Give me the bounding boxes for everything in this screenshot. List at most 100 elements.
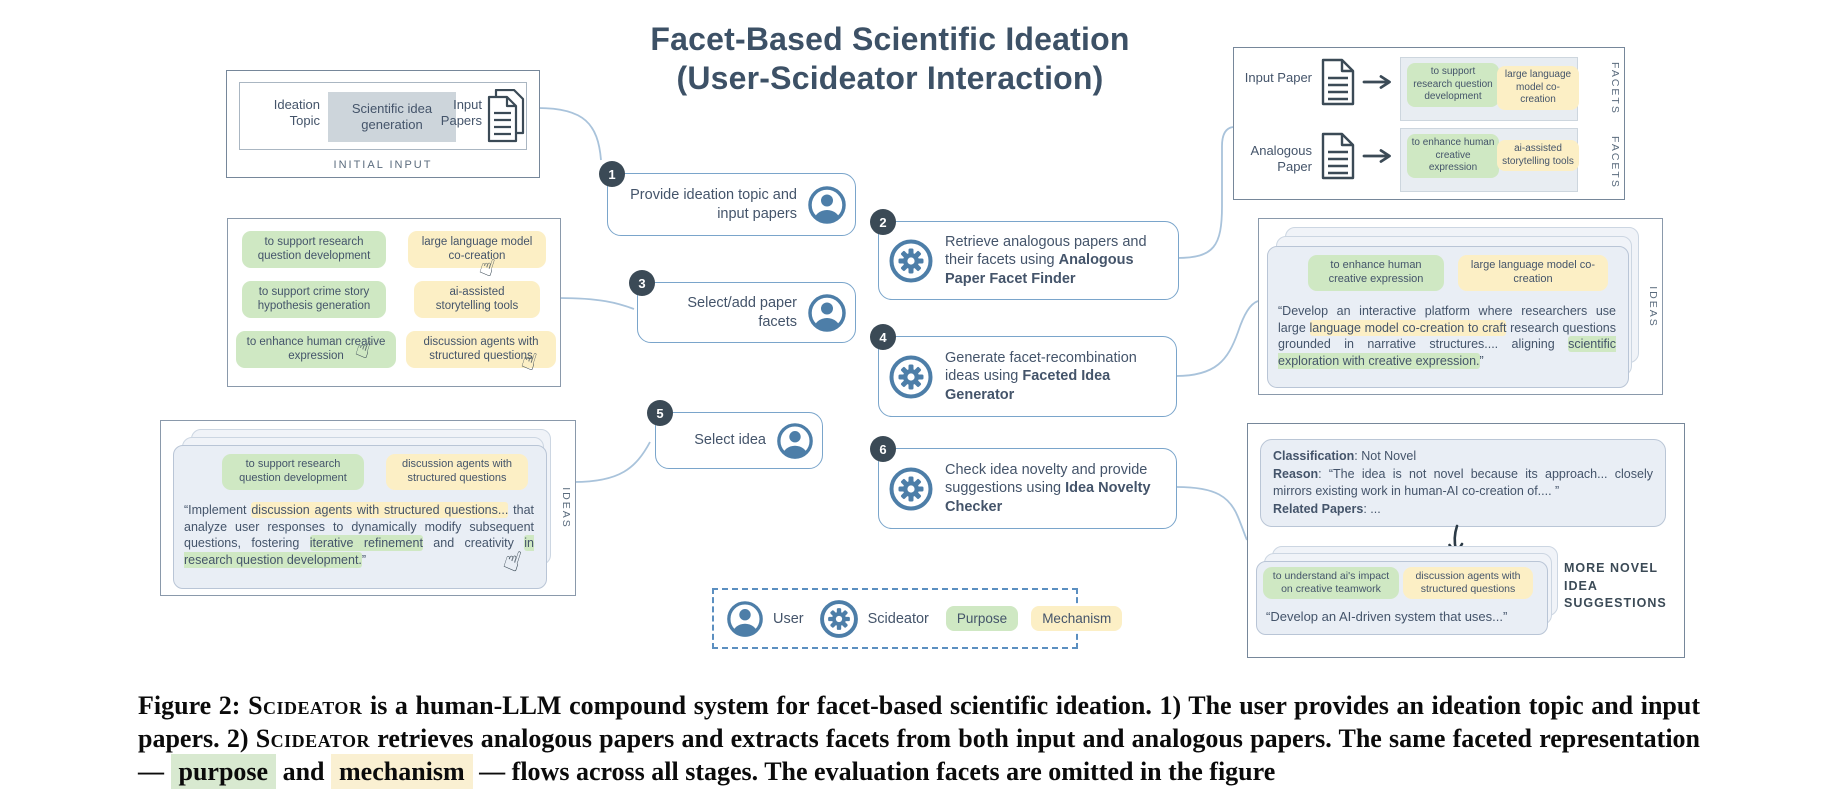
input-papers-label: Input Papers (440, 97, 482, 128)
step-4-text: Generate facet-recombination ideas using (945, 350, 1137, 385)
related-papers-value: : ... (1363, 501, 1381, 516)
quote-segment: “Develop an interactive platform where r… (1278, 304, 1616, 335)
arrow-right-icon (1362, 148, 1396, 164)
suggestion-card: to understand ai's impact on creative te… (1256, 561, 1548, 635)
caption-text: and (276, 756, 331, 786)
step-6-number: 6 (870, 436, 896, 462)
idea-card: to enhance human creative expression lar… (1267, 246, 1629, 388)
step-6-text: Check idea novelty and provide suggestio… (945, 462, 1148, 497)
novelty-result-panel: Classification: Not Novel Reason: “The i… (1260, 439, 1666, 527)
step-1-box: 1 Provide ideation topic and input paper… (599, 161, 856, 236)
step-3-number: 3 (629, 270, 655, 296)
step-2-box: 2 Retrieve analogous papers an (870, 209, 1179, 300)
ideation-topic-label: Ideation Topic (273, 97, 320, 128)
analogous-paper-label: Analogous Paper (1250, 143, 1312, 174)
user-icon (726, 600, 764, 638)
facet-pool-box: to support research question development… (227, 218, 561, 387)
initial-input-box: Ideation Topic Scientific idea generatio… (226, 70, 540, 178)
facets-side-label: FACETS (1609, 136, 1621, 189)
more-novel-ideas-label: MORE NOVEL IDEA SUGGESTIONS (1564, 561, 1667, 610)
suggestion-mechanism-tag: discussion agents with structured questi… (1403, 567, 1533, 600)
quote-segment: and creativity (422, 536, 525, 550)
figure-title-line1: Facet-Based Scientific Ideation (650, 21, 1130, 57)
step-4-box: 4 Generate facet-recombination (870, 324, 1177, 417)
facets-panel: to enhance human creative expression ai-… (1400, 128, 1579, 192)
document-icon (1320, 58, 1356, 106)
document-icon (1320, 132, 1356, 180)
paper-mechanism-facet: ai-assisted storytelling tools (1497, 140, 1579, 171)
gear-icon (888, 238, 934, 284)
initial-input-inner: Ideation Topic Scientific idea generatio… (239, 82, 527, 150)
caption-purpose-highlight: purpose (170, 753, 277, 789)
facet-pill-purpose: to enhance human creative expression (236, 331, 396, 368)
step-6-label: Check idea novelty and provide suggestio… (934, 461, 1176, 515)
gear-icon (819, 599, 859, 639)
facet-pill-mechanism: ai-assisted storytelling tools (414, 281, 540, 318)
step-6-box: 6 Check idea novelty and provi (870, 436, 1177, 529)
reason-label: Reason (1273, 466, 1319, 481)
user-icon (807, 185, 847, 225)
step-2-label: Retrieve analogous papers and their face… (934, 233, 1178, 287)
papers-stack-icon (486, 89, 526, 143)
arrow-right-icon (1362, 74, 1396, 90)
figure-title-line2: (User-Scideator Interaction) (676, 60, 1104, 97)
caption-system-name: Scideator (248, 691, 363, 720)
ideas-side-label: IDEAS (560, 487, 572, 529)
facet-pill-purpose: to support research question development (242, 231, 386, 268)
facet-pill-mechanism: large language model co-creation (408, 231, 546, 268)
related-papers-label: Related Papers (1273, 501, 1364, 516)
step-3-label: Select/add paper facets (687, 295, 797, 330)
idea-purpose-tag: to enhance human creative expression (1308, 255, 1444, 291)
step-4-number: 4 (870, 324, 896, 350)
initial-input-caption: INITIAL INPUT (333, 159, 433, 171)
legend-user-label: User (773, 610, 804, 627)
idea-mechanism-tag: discussion agents with structured questi… (386, 454, 528, 490)
idea-card: to support research question development… (173, 445, 547, 589)
step-5-number: 5 (647, 400, 673, 426)
facets-panel: to support research question development… (1400, 57, 1579, 121)
caption-mechanism-highlight: mechanism (331, 753, 473, 789)
legend-purpose-pill: Purpose (945, 606, 1019, 631)
figure-caption: Figure 2: Scideator is a human-LLM compo… (138, 690, 1701, 789)
step-5-label: Select idea (694, 432, 766, 449)
novelty-box: Classification: Not Novel Reason: “The i… (1247, 423, 1685, 658)
suggestion-quote: “Develop an AI-driven system that uses..… (1266, 609, 1508, 624)
ideas-right-box: IDEAS to enhance human creative expressi… (1258, 218, 1663, 395)
classification-label: Classification (1273, 449, 1355, 463)
idea-mechanism-tag: large language model co-creation (1458, 255, 1608, 291)
idea-quote: “Develop an interactive platform where r… (1278, 303, 1616, 369)
facets-side-label: FACETS (1609, 62, 1621, 115)
reason-value: : “The idea is not novel because its app… (1273, 466, 1653, 499)
step-2-tool-name: Analogous Paper Facet Finder (945, 252, 1134, 287)
step-2-number: 2 (870, 209, 896, 235)
caption-system-name: Scideator (255, 723, 371, 753)
user-icon (807, 293, 847, 333)
caption-figure-number: Figure 2: (138, 691, 249, 720)
quote-segment: that analyze user responses to dynamical… (184, 503, 534, 550)
paper-purpose-facet: to support research question development (1407, 63, 1499, 107)
gear-icon (888, 466, 934, 512)
ideas-left-box: IDEAS to support research question devel… (160, 420, 576, 596)
paper-purpose-facet: to enhance human creative expression (1407, 134, 1499, 178)
idea-quote: “Implement discussion agents with struct… (184, 502, 534, 568)
quote-segment: research questions grounded in narrative… (1278, 320, 1616, 352)
step-3-box: 3 Select/add paper facets (629, 270, 856, 343)
quote-segment: “Implement (184, 503, 252, 517)
step-1-number: 1 (599, 161, 625, 187)
facet-pill-purpose: to support crime story hypothesis genera… (242, 281, 386, 318)
legend-scideator-label: Scideator (867, 610, 929, 627)
quote-segment-mechanism: discussion agents with structured questi… (251, 502, 509, 518)
caption-text: — flows across all stages. The evaluatio… (472, 756, 1276, 786)
step-1-label: Provide ideation topic and input papers (630, 187, 797, 222)
paper-mechanism-facet: large language model co-creation (1497, 66, 1579, 110)
quote-segment: ” (1479, 353, 1484, 368)
ideation-topic-value: Scientific idea generation (328, 92, 456, 142)
step-2-text: Retrieve analogous papers and their face… (945, 234, 1147, 269)
step-6-tool-name: Idea Novelty Checker (945, 480, 1151, 515)
caption-text: is a human-LLM compound system for facet… (138, 691, 1701, 753)
paper-facets-box: Input Paper to support research question… (1233, 47, 1625, 200)
caption-text: retrieves analogous papers and extracts … (138, 723, 1700, 786)
idea-purpose-tag: to support research question development (222, 454, 364, 490)
